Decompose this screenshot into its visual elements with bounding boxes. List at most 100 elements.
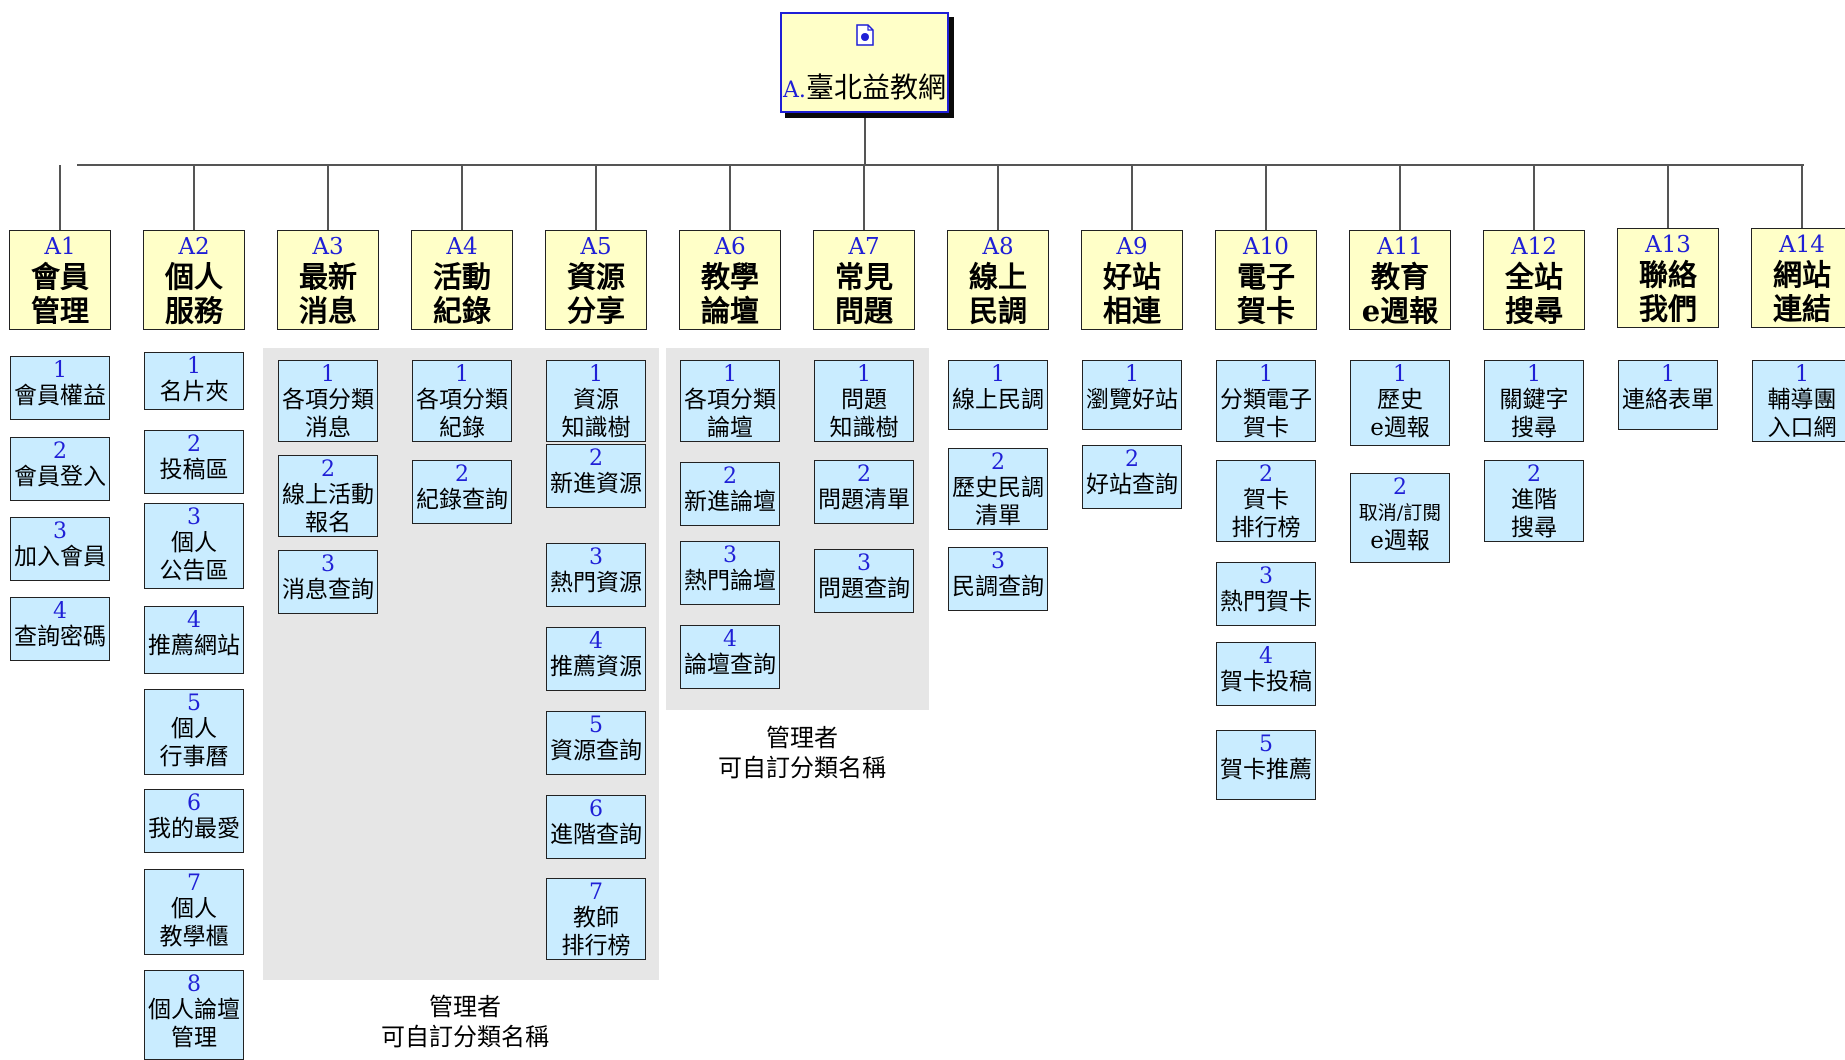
page-label: 紀錄 <box>439 415 485 441</box>
page-label: 知識樹 <box>561 415 631 441</box>
admin-note-right: 管理者 可自訂分類名稱 <box>697 723 907 783</box>
category-label: 個人 <box>164 260 223 294</box>
page-label: 熱門資源 <box>550 570 642 596</box>
page-label: 消息 <box>305 415 351 441</box>
page-number: 2 <box>589 446 603 471</box>
page-number: 1 <box>1527 362 1541 387</box>
category-label: 連結 <box>1772 292 1831 326</box>
category-code: A7 <box>848 234 880 260</box>
root-connector <box>864 113 866 165</box>
category-label: 消息 <box>298 294 357 328</box>
page-label: 加入會員 <box>14 544 106 570</box>
category-code: A14 <box>1779 232 1825 258</box>
category-label: 聯絡 <box>1638 258 1697 292</box>
page-number: 2 <box>53 439 67 464</box>
page-number: 2 <box>723 464 737 489</box>
category-label: 問題 <box>834 294 893 328</box>
category-label: e週報 <box>1361 294 1439 328</box>
category-label: 活動 <box>432 260 491 294</box>
root-prefix: A. <box>783 78 806 103</box>
page-label: 搜尋 <box>1511 415 1557 441</box>
page-label: 論壇查詢 <box>684 652 776 678</box>
page-number: 2 <box>857 462 871 487</box>
category-label: 會員 <box>30 260 89 294</box>
page-number: 5 <box>589 713 603 738</box>
page-label: 分類電子 <box>1220 387 1312 413</box>
category-label: 我們 <box>1638 292 1697 326</box>
category-code: A3 <box>312 234 344 260</box>
page-label: 公告區 <box>159 558 229 584</box>
page-label: 個人 <box>171 530 217 556</box>
page-number: 4 <box>1259 644 1273 669</box>
page-label: 賀卡推薦 <box>1220 757 1312 783</box>
page-number: 1 <box>1125 362 1139 387</box>
page-number: 1 <box>1393 362 1407 387</box>
page-label: 線上民調 <box>952 387 1044 413</box>
page-number: 2 <box>1393 475 1407 500</box>
category-label: 民調 <box>968 294 1027 328</box>
page-label: 名片夾 <box>159 379 229 405</box>
page-number: 2 <box>455 462 469 487</box>
category-label: 好站 <box>1102 260 1161 294</box>
page-number: 1 <box>1259 362 1273 387</box>
branch-drop <box>1131 165 1133 230</box>
category-code: A5 <box>580 234 612 260</box>
branch-drop <box>1667 165 1669 228</box>
category-code: A1 <box>44 234 76 260</box>
page-label: 問題 <box>841 387 887 413</box>
page-number: 3 <box>1259 564 1273 589</box>
page-number: 5 <box>187 691 201 716</box>
page-number: 2 <box>1125 447 1139 472</box>
page-number: 6 <box>187 791 201 816</box>
category-label: 教學 <box>700 260 759 294</box>
page-number: 2 <box>1259 462 1273 487</box>
page-number: 8 <box>187 972 201 997</box>
page-number: 4 <box>53 599 67 624</box>
page-label: 熱門賀卡 <box>1220 589 1312 615</box>
page-label: 熱門論壇 <box>684 568 776 594</box>
page-number: 4 <box>187 608 201 633</box>
page-label: 個人論壇 <box>148 997 240 1023</box>
page-label: 個人 <box>171 716 217 742</box>
category-label: 教育 <box>1370 260 1429 294</box>
category-code: A2 <box>178 234 210 260</box>
root-node: A.臺北益教網 <box>780 12 949 113</box>
page-label: 行事曆 <box>159 744 229 770</box>
category-label: 管理 <box>30 294 89 328</box>
page-number: 3 <box>321 552 335 577</box>
category-label: 相連 <box>1102 294 1161 328</box>
page-number: 1 <box>1661 362 1675 387</box>
page-label: 排行榜 <box>1231 515 1301 541</box>
category-label: 常見 <box>834 260 893 294</box>
page-number: 1 <box>589 362 603 387</box>
category-label: 賀卡 <box>1236 294 1295 328</box>
